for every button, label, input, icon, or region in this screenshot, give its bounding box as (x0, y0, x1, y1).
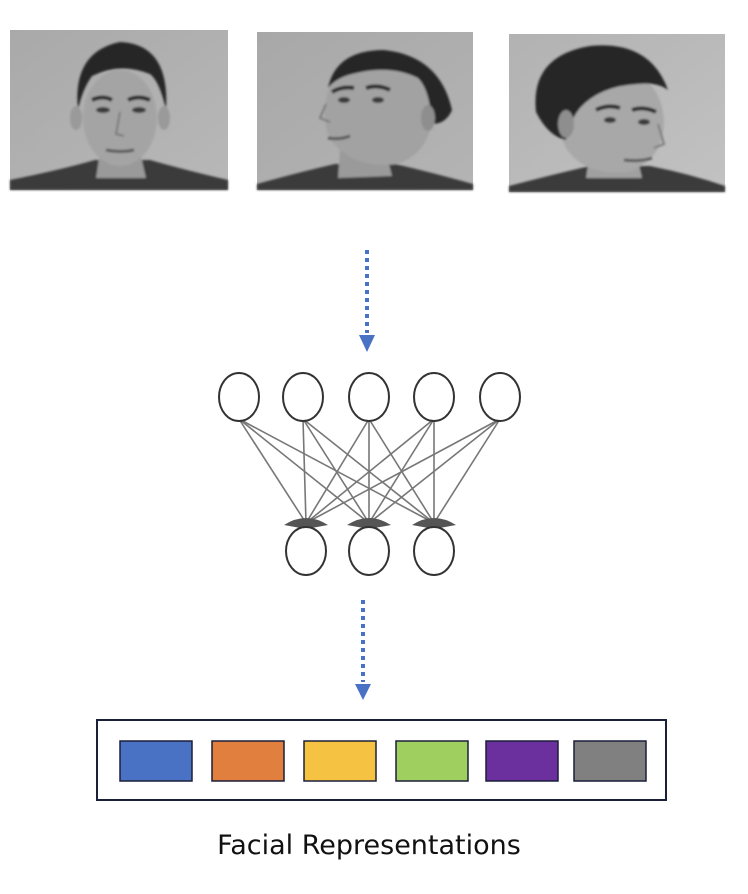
representation-cell (303, 740, 377, 782)
output-arrowhead (347, 518, 391, 529)
caption-facial-representations: Facial Representations (217, 830, 521, 861)
representation-cell (119, 740, 193, 782)
output-arrowhead (284, 518, 328, 529)
face-photo-up-left (257, 32, 473, 190)
network-edge (302, 418, 370, 524)
network-edge (433, 418, 501, 524)
input-node (218, 372, 260, 422)
network-edge (305, 418, 435, 524)
representation-vector (96, 719, 667, 801)
output-node (348, 526, 390, 576)
output-node (413, 526, 455, 576)
input-node (413, 372, 455, 422)
output-arrowhead (412, 518, 456, 529)
network-edge (305, 418, 370, 524)
network-edge (238, 418, 307, 524)
representation-cell (395, 740, 469, 782)
arrow-down-1 (359, 250, 375, 352)
input-node (282, 372, 324, 422)
output-node (285, 526, 327, 576)
representation-cell (485, 740, 559, 782)
network-edge (368, 418, 501, 524)
face-photo-down-right (509, 34, 725, 192)
input-node (348, 372, 390, 422)
arrow-down-2 (355, 600, 371, 700)
face-photo-front (10, 30, 228, 190)
representation-cell (211, 740, 285, 782)
network-edge (302, 418, 307, 524)
representation-cell (573, 740, 647, 782)
input-node (479, 372, 521, 422)
neural-network (218, 372, 521, 576)
network-edge (305, 418, 501, 524)
